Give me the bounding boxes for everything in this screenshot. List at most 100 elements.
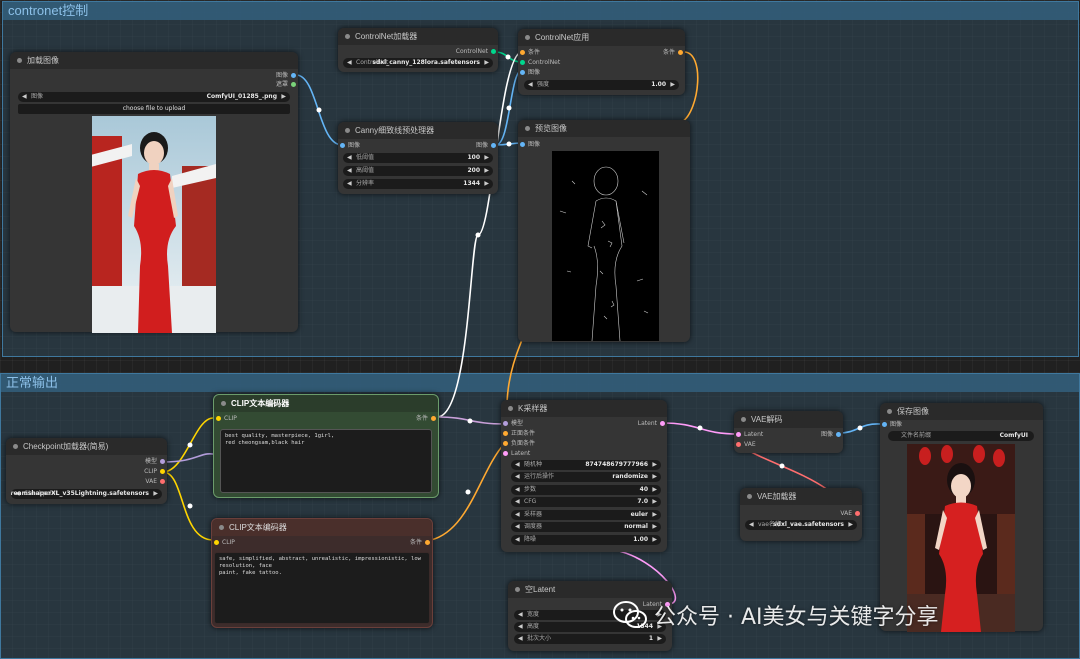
group-title-controlnet[interactable]: contronet控制 xyxy=(3,2,1078,20)
pin[interactable] xyxy=(340,143,345,148)
node-vae-decode[interactable]: VAE解码 Latent 图像 VAE xyxy=(734,411,843,453)
arrow-left-icon[interactable]: ◀ xyxy=(347,180,352,187)
pin[interactable] xyxy=(431,416,436,421)
output-image[interactable]: 图像 xyxy=(821,430,843,439)
node-title[interactable]: VAE解码 xyxy=(734,411,843,428)
input-clip[interactable]: CLIP xyxy=(212,538,235,547)
pin[interactable] xyxy=(503,431,508,436)
pin[interactable] xyxy=(491,143,496,148)
collapse-dot[interactable] xyxy=(741,417,746,422)
arrow-right-icon[interactable]: ▶ xyxy=(652,498,657,505)
input-conditioning[interactable]: 条件 xyxy=(518,48,540,57)
pin[interactable] xyxy=(520,60,525,65)
pin[interactable] xyxy=(291,82,296,87)
node-clip-text-positive[interactable]: CLIP文本编码器 CLIP 条件 best quality, masterpi… xyxy=(213,394,439,498)
output-vae[interactable]: VAE xyxy=(840,509,862,518)
node-title[interactable]: VAE加载器 xyxy=(740,488,862,505)
pin[interactable] xyxy=(678,50,683,55)
arrow-right-icon[interactable]: ▶ xyxy=(652,511,657,518)
pin[interactable] xyxy=(214,540,219,545)
input-image[interactable]: 图像 xyxy=(338,141,360,150)
pin[interactable] xyxy=(665,602,670,607)
pin[interactable] xyxy=(160,469,165,474)
pin[interactable] xyxy=(855,511,860,516)
pin[interactable] xyxy=(491,49,496,54)
prompt-textarea[interactable]: best quality, masterpiece, 1girl, red ch… xyxy=(220,429,432,493)
node-title[interactable]: ControlNet加载器 xyxy=(338,28,498,45)
output-conditioning[interactable]: 条件 xyxy=(663,48,685,57)
input-latent[interactable]: Latent xyxy=(734,430,763,439)
node-title[interactable]: 预览图像 xyxy=(518,120,690,137)
arrow-right-icon[interactable]: ▶ xyxy=(657,611,662,618)
pin[interactable] xyxy=(503,441,508,446)
output-latent[interactable]: Latent xyxy=(643,600,672,609)
input-image[interactable]: 图像 xyxy=(880,420,902,429)
arrow-left-icon[interactable]: ◀ xyxy=(15,490,20,497)
pin[interactable] xyxy=(425,540,430,545)
arrow-left-icon[interactable]: ◀ xyxy=(515,473,520,480)
arrow-left-icon[interactable]: ◀ xyxy=(515,523,520,530)
pin[interactable] xyxy=(660,421,665,426)
node-title[interactable]: 加载图像 xyxy=(10,52,298,69)
arrow-right-icon[interactable]: ▶ xyxy=(657,623,662,630)
output-mask[interactable]: 遮罩 xyxy=(276,80,298,89)
input-image[interactable]: 图像 xyxy=(518,68,540,77)
output-vae[interactable]: VAE xyxy=(145,477,167,486)
input-model[interactable]: 模型 xyxy=(501,419,523,428)
input-positive[interactable]: 正面条件 xyxy=(501,429,535,438)
arrow-left-icon[interactable]: ◀ xyxy=(518,635,523,642)
pin[interactable] xyxy=(736,442,741,447)
pin[interactable] xyxy=(520,70,525,75)
output-image[interactable]: 图像 xyxy=(476,141,498,150)
input-image[interactable]: 图像 xyxy=(518,140,540,149)
input-negative[interactable]: 负面条件 xyxy=(501,439,535,448)
node-title[interactable]: K采样器 xyxy=(501,400,667,417)
arrow-left-icon[interactable]: ◀ xyxy=(749,521,754,528)
arrow-left-icon[interactable]: ◀ xyxy=(518,611,523,618)
arrow-right-icon[interactable]: ▶ xyxy=(484,167,489,174)
node-title[interactable]: 空Latent xyxy=(508,581,672,598)
output-clip[interactable]: CLIP xyxy=(144,467,167,476)
arrow-right-icon[interactable]: ▶ xyxy=(484,59,489,66)
arrow-right-icon[interactable]: ▶ xyxy=(652,523,657,530)
output-controlnet[interactable]: ControlNet xyxy=(456,47,498,56)
arrow-left-icon[interactable]: ◀ xyxy=(22,93,27,100)
output-model[interactable]: 模型 xyxy=(145,457,167,466)
node-clip-text-negative[interactable]: CLIP文本编码器 CLIP 条件 safe, simplified, abst… xyxy=(211,518,433,628)
arrow-right-icon[interactable]: ▶ xyxy=(484,180,489,187)
arrow-right-icon[interactable]: ▶ xyxy=(153,490,158,497)
arrow-left-icon[interactable]: ◀ xyxy=(515,536,520,543)
collapse-dot[interactable] xyxy=(525,126,530,131)
node-preview-image[interactable]: 预览图像 图像 xyxy=(518,120,690,342)
node-title[interactable]: CLIP文本编码器 xyxy=(214,395,438,412)
node-title[interactable]: 保存图像 xyxy=(880,403,1043,420)
arrow-right-icon[interactable]: ▶ xyxy=(652,486,657,493)
arrow-left-icon[interactable]: ◀ xyxy=(528,81,533,88)
input-latent[interactable]: Latent xyxy=(501,449,530,458)
pin[interactable] xyxy=(160,459,165,464)
output-conditioning[interactable]: 条件 xyxy=(410,538,432,547)
arrow-right-icon[interactable]: ▶ xyxy=(652,536,657,543)
collapse-dot[interactable] xyxy=(887,409,892,414)
pin[interactable] xyxy=(216,416,221,421)
upload-button[interactable]: choose file to upload xyxy=(18,104,290,114)
arrow-left-icon[interactable]: ◀ xyxy=(347,154,352,161)
node-title[interactable]: CLIP文本编码器 xyxy=(212,519,432,536)
arrow-right-icon[interactable]: ▶ xyxy=(652,461,657,468)
arrow-right-icon[interactable]: ▶ xyxy=(281,93,286,100)
collapse-dot[interactable] xyxy=(17,58,22,63)
